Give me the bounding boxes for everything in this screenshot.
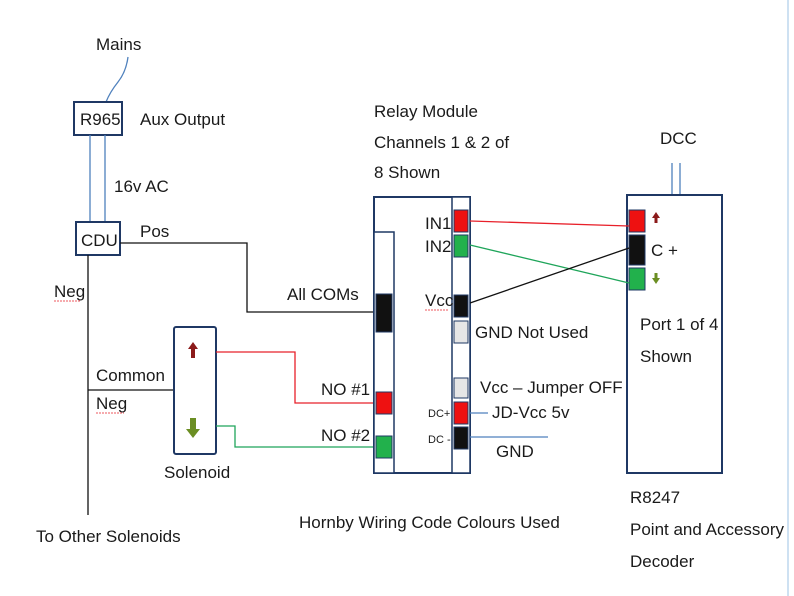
- vcc-label: Vcc: [425, 291, 454, 310]
- decoder-black-terminal: [628, 234, 646, 266]
- arrow-down-small-icon: [652, 273, 660, 284]
- no1-red-wire: [216, 351, 375, 404]
- decoder-red-terminal: [628, 209, 646, 233]
- vcc-black-wire: [469, 247, 630, 304]
- in2-label: IN2: [425, 237, 451, 256]
- c-plus-label: C +: [651, 241, 678, 260]
- in1-red-wire: [469, 220, 630, 227]
- all-coms-label: All COMs: [287, 285, 359, 304]
- aux-output-label: Aux Output: [140, 110, 225, 129]
- no2-green-wire: [216, 425, 375, 448]
- jd-vcc-label: JD-Vcc 5v: [492, 403, 570, 422]
- solenoid-label: Solenoid: [164, 463, 230, 482]
- in2-green-wire: [469, 244, 630, 284]
- in1-label: IN1: [425, 214, 451, 233]
- arrow-down-icon: [186, 418, 200, 438]
- r8247-desc-line2: Point and Accessory: [630, 520, 785, 539]
- common-label: Common: [96, 366, 165, 385]
- port-label-line1: Port 1 of 4: [640, 315, 718, 334]
- decoder-green-terminal: [628, 267, 646, 291]
- jumper-vcc-terminal: [453, 377, 469, 399]
- dc-plus-terminal: [453, 401, 469, 425]
- mains-label: Mains: [96, 35, 141, 54]
- arrow-up-small-icon: [652, 212, 660, 223]
- dc-plus-label: DC+: [428, 408, 450, 420]
- pos-label: Pos: [140, 222, 169, 241]
- arrow-up-icon: [188, 342, 198, 358]
- to-other-solenoids-label: To Other Solenoids: [36, 527, 181, 546]
- in2-terminal: [453, 234, 469, 258]
- cdu-box: [75, 221, 121, 256]
- no2-label: NO #2: [321, 426, 370, 445]
- dcc-label: DCC: [660, 129, 697, 148]
- no1-terminal: [375, 391, 393, 415]
- vcc-terminal: [453, 294, 469, 318]
- ac16v-label: 16v AC: [114, 177, 169, 196]
- r965-box: [73, 101, 123, 136]
- com-terminal: [375, 293, 393, 333]
- gnd-terminal: [453, 320, 469, 344]
- relay-title-line3: 8 Shown: [374, 163, 440, 182]
- no1-label: NO #1: [321, 380, 370, 399]
- solenoid-box: [173, 326, 217, 455]
- in1-terminal: [453, 209, 469, 233]
- no2-terminal: [375, 435, 393, 459]
- vcc-jumper-off-label: Vcc – Jumper OFF: [480, 378, 623, 397]
- gnd-label: GND: [496, 442, 534, 461]
- hornby-note: Hornby Wiring Code Colours Used: [299, 513, 560, 532]
- r8247-label: R8247: [630, 488, 680, 507]
- dc-minus-label: DC -: [428, 434, 451, 446]
- pos-wire: [120, 242, 375, 313]
- port-label-line2: Shown: [640, 347, 692, 366]
- cdu-label: CDU: [81, 231, 118, 250]
- mains-feed-wire: [105, 56, 129, 103]
- neg-label: Neg: [54, 282, 85, 301]
- relay-title-line1: Relay Module: [374, 102, 478, 121]
- r8247-desc-line3: Decoder: [630, 552, 695, 571]
- r965-label: R965: [80, 110, 121, 129]
- gnd-not-used-label: GND Not Used: [475, 323, 588, 342]
- dc-minus-terminal: [453, 426, 469, 450]
- relay-title-line2: Channels 1 & 2 of: [374, 133, 509, 152]
- common-neg-label: Neg: [96, 394, 127, 413]
